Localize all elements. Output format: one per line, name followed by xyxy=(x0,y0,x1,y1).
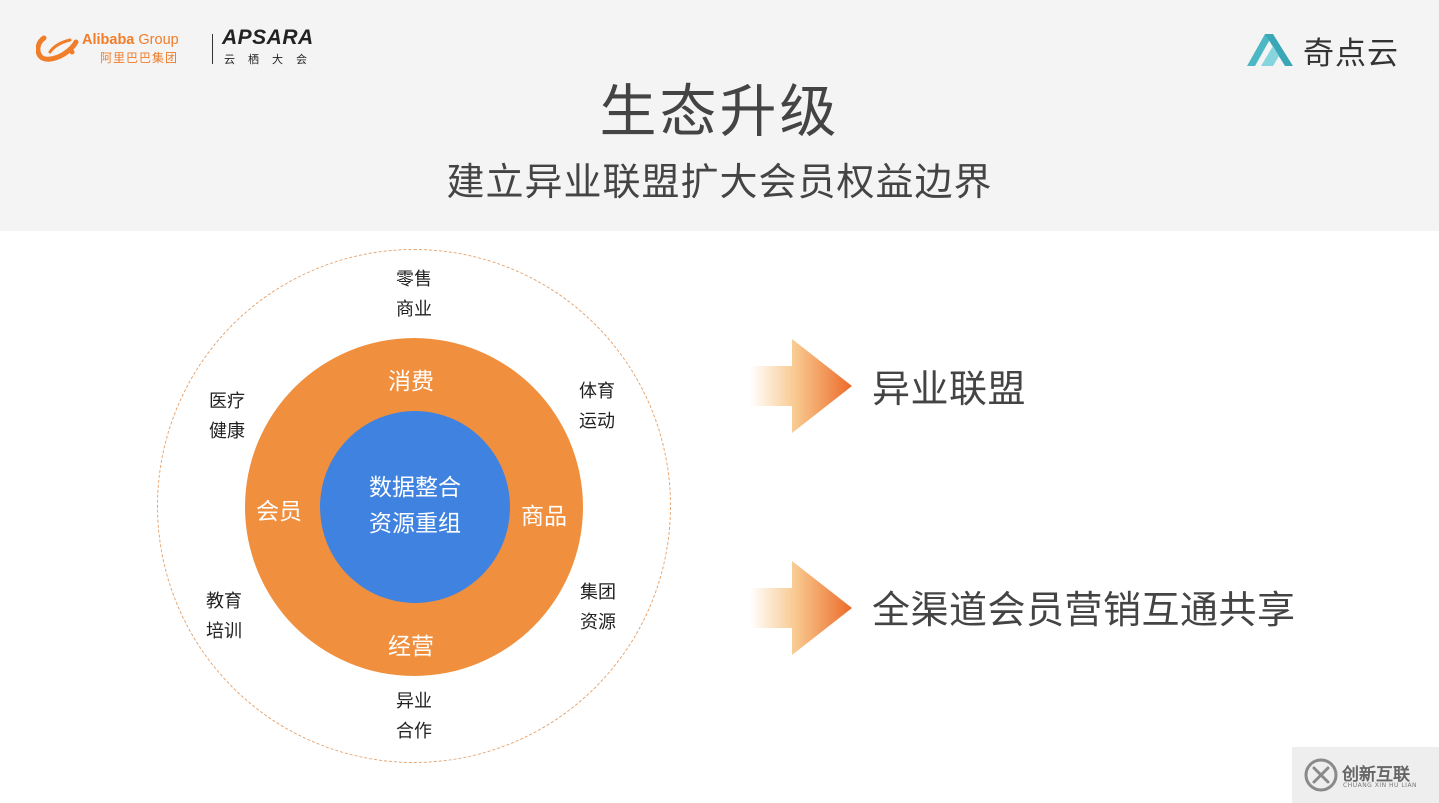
alibaba-name-en: Alibaba Group xyxy=(82,32,179,48)
core-label-line1: 数据整合 xyxy=(369,475,461,501)
watermark-x-icon xyxy=(1304,758,1338,792)
page-subtitle: 建立异业联盟扩大会员权益边界 xyxy=(446,160,993,204)
bullet-alliance: 异业联盟 xyxy=(872,367,1027,411)
watermark-name-cn: 创新互联 xyxy=(1342,765,1410,785)
watermark-logo: 创新互联 CHUANG XIN HU LIAN xyxy=(1292,747,1439,803)
apsara-logo: APSARA 云栖大会 xyxy=(222,26,332,68)
sector-education: 教育 培训 xyxy=(206,591,242,642)
watermark-name-en: CHUANG XIN HU LIAN xyxy=(1343,782,1418,789)
sector-group-resources: 集团 资源 xyxy=(580,582,616,633)
blue-core-circle xyxy=(320,411,510,603)
arrow-right-icon xyxy=(750,561,852,655)
alibaba-smile-icon xyxy=(36,35,79,62)
ring-label-right: 商品 xyxy=(521,504,567,530)
header-band xyxy=(0,0,1439,231)
bullet-omnichannel: 全渠道会员营销互通共享 xyxy=(872,588,1296,632)
logo-divider xyxy=(212,34,213,64)
sector-cross-industry: 异业 合作 xyxy=(396,691,432,742)
qidianyun-logo: 奇点云 xyxy=(1243,28,1413,72)
qidianyun-name: 奇点云 xyxy=(1303,36,1399,72)
apsara-name-cn: 云栖大会 xyxy=(224,53,320,66)
alibaba-name-cn: 阿里巴巴集团 xyxy=(100,51,179,65)
apsara-name-en: APSARA xyxy=(222,26,314,49)
outer-dashed-ring xyxy=(157,249,671,763)
ring-label-bottom: 经营 xyxy=(388,634,434,660)
core-label-line2: 资源重组 xyxy=(369,511,461,537)
ring-label-left: 会员 xyxy=(256,499,302,525)
sector-sports: 体育 运动 xyxy=(579,381,615,432)
sector-retail: 零售 商业 xyxy=(396,269,432,320)
arrow-right-icon xyxy=(750,339,852,433)
sector-healthcare: 医疗 健康 xyxy=(209,391,245,442)
alibaba-group-logo: Alibaba Group 阿里巴巴集团 xyxy=(36,30,206,66)
page-title: 生态升级 xyxy=(599,79,840,145)
core-label: 数据整合 资源重组 xyxy=(320,470,510,542)
ring-label-top: 消费 xyxy=(388,369,434,395)
qidianyun-mark-icon xyxy=(1247,34,1293,66)
